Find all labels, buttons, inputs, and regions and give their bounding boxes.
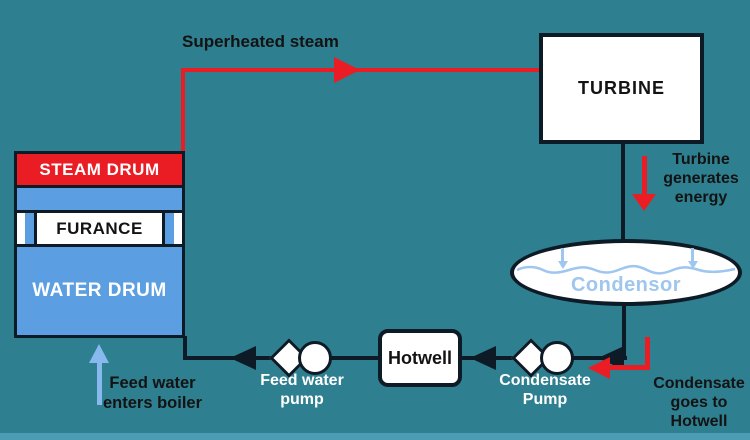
furnace-label: FURANCE [56, 218, 143, 238]
feed-water-pump-circle-icon [298, 341, 332, 375]
condensate-pipe [622, 303, 626, 358]
condensor-inlet-arrow-icon [557, 248, 568, 269]
furnace-box: FURANCE [34, 210, 165, 247]
flow-arrow-left-icon [230, 346, 256, 370]
steam-flow-arrow-right-icon [334, 57, 360, 83]
condensate-to-hotwell-label: Condensate goes to Hotwell [653, 375, 745, 430]
condensor-ellipse: Condensor [510, 239, 742, 306]
turbine-energy-label: Turbine generates energy [663, 151, 739, 206]
condensor-label: Condensor [570, 274, 682, 296]
steam-drum: STEAM DRUM [17, 154, 182, 188]
steam-drum-label: STEAM DRUM [39, 159, 160, 179]
steam-pipe-horizontal [181, 68, 539, 72]
bottom-strip [0, 433, 750, 440]
condensate-pump-circle-icon [540, 341, 574, 375]
water-drum-label: WATER DRUM [32, 280, 167, 301]
water-drum: WATER DRUM [17, 247, 182, 335]
feed-water-pump-label: Feed water pump [260, 372, 344, 408]
furnace-band: FURANCE [17, 210, 182, 247]
boiler-box: STEAM DRUM FURANCE WATER DRUM [14, 151, 185, 338]
boiler-feed-pipe [183, 336, 187, 360]
turbine-label: TURBINE [578, 78, 665, 98]
hotwell-box: Hotwell [378, 329, 462, 387]
steam-pipe-vertical [181, 68, 185, 153]
turbine-exhaust-pipe [621, 142, 625, 241]
turbine-box: TURBINE [539, 33, 704, 144]
feed-water-enters-label: Feed water enters boiler [102, 374, 203, 412]
hotwell-label: Hotwell [387, 347, 452, 368]
flow-arrow-left-icon [470, 346, 496, 370]
superheated-steam-label: Superheated steam [182, 32, 339, 51]
condensor-inlet-arrow-icon [687, 248, 698, 269]
condensate-pump-label: Condensate Pump [499, 372, 591, 408]
